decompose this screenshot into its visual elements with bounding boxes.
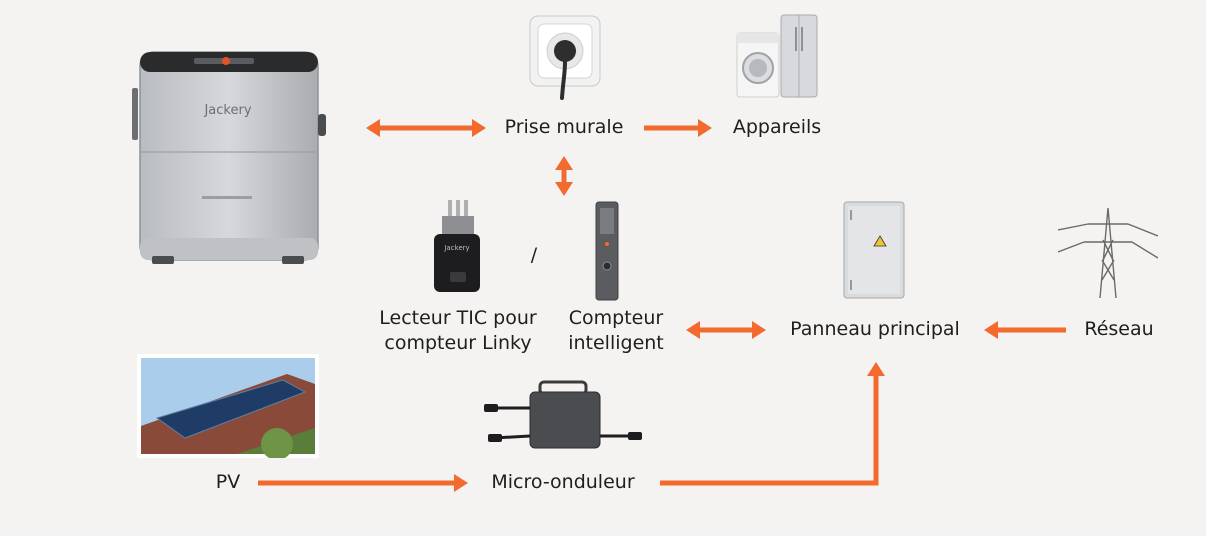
- main-panel-image: [840, 200, 908, 302]
- power-pylon-image: [1058, 200, 1158, 300]
- micro-inverter-label: Micro-onduleur: [491, 471, 635, 493]
- solar-roof-image: [137, 354, 319, 458]
- smart-meter-image: [594, 200, 620, 302]
- battery-unit-image: Jackery: [132, 48, 328, 266]
- battery-brand-text: Jackery: [203, 103, 251, 118]
- separator-slash: /: [530, 244, 538, 266]
- main-panel-label: Panneau principal: [790, 318, 960, 340]
- tic-reader-image: Jackery: [432, 198, 482, 294]
- tic-reader-label: Lecteur TIC pour compteur Linky: [379, 307, 537, 354]
- smart-meter-label: Compteur intelligent: [568, 307, 664, 354]
- pv-label: PV: [215, 471, 241, 493]
- wall-outlet-image: [528, 14, 602, 100]
- micro-inverter-image: [484, 378, 644, 462]
- appliances-label: Appareils: [732, 116, 822, 138]
- appliances-image: [735, 13, 821, 99]
- wall-outlet-label: Prise murale: [504, 116, 624, 138]
- arrow-inverter-panel: [660, 376, 879, 486]
- grid-label: Réseau: [1084, 318, 1154, 340]
- tic-brand-text: Jackery: [443, 244, 469, 252]
